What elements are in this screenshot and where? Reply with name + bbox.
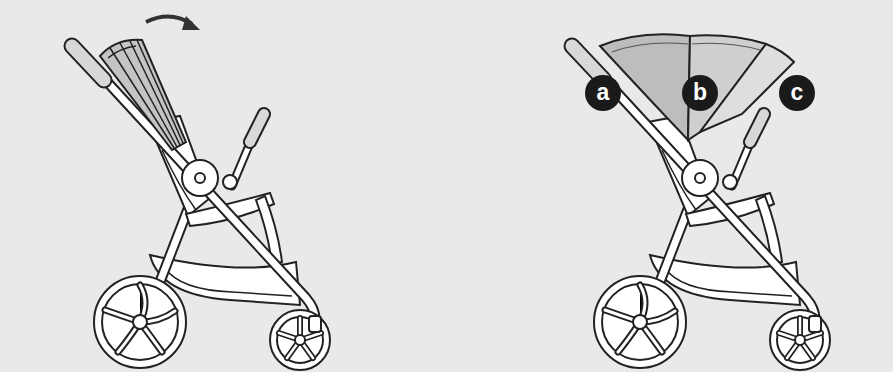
folded-canopy <box>100 40 186 150</box>
fold-arrow <box>146 16 200 30</box>
stroller-left <box>72 46 330 370</box>
callout-number: a <box>585 75 621 111</box>
stroller-right <box>572 46 830 370</box>
callout-number: c <box>779 75 815 111</box>
callout-number: b <box>682 75 718 111</box>
open-canopy <box>600 34 794 140</box>
